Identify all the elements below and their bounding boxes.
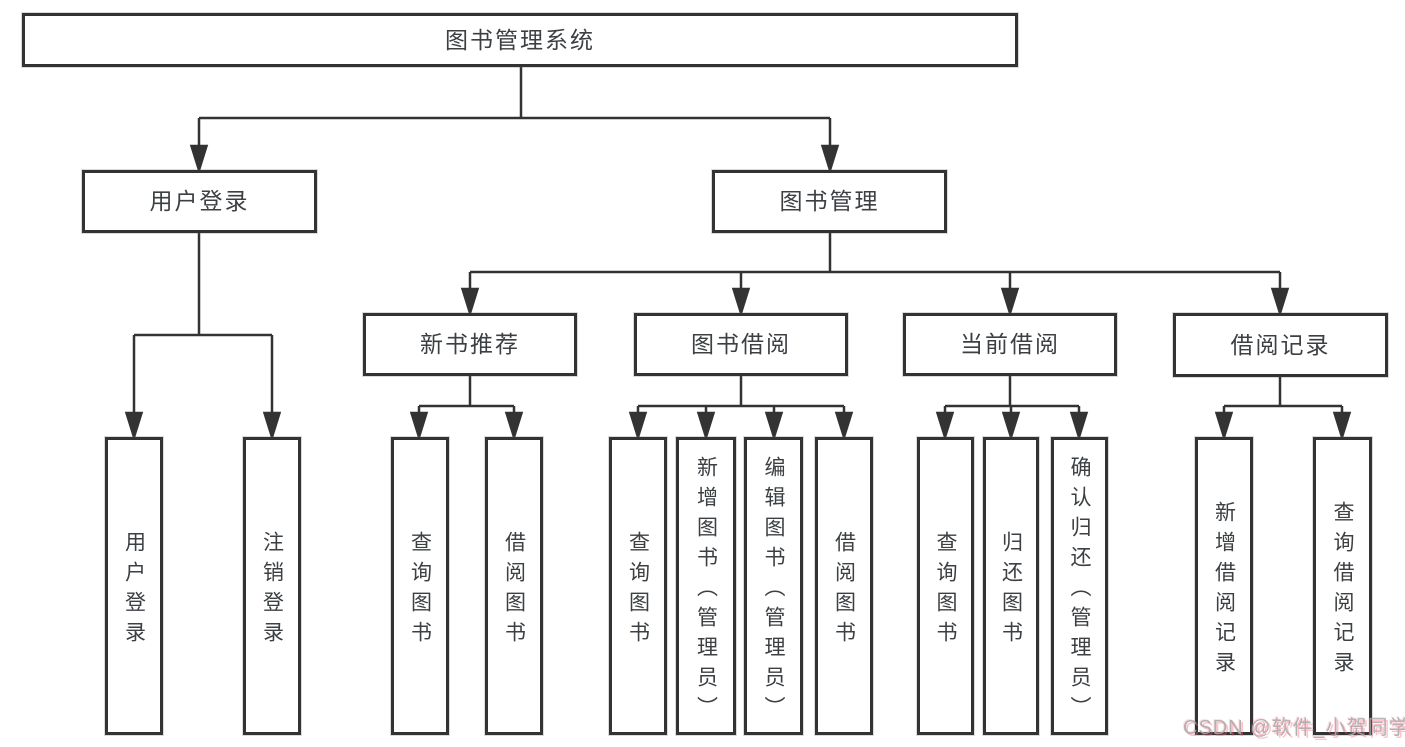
node-new-book-rec-label: 新书推荐: [420, 331, 520, 357]
leaf-query-borrow-record-label: 查询借阅记录: [1331, 500, 1354, 681]
node-book-mgmt-label: 图书管理: [779, 188, 880, 214]
edge-book-mgmt-children: [460, 233, 1290, 318]
leaf-borrow-book: 借阅图书: [815, 437, 873, 735]
leaf-rec-borrow-book: 借阅图书: [485, 437, 543, 735]
node-new-book-rec: 新书推荐: [363, 313, 577, 376]
node-current-borrow: 当前借阅: [903, 313, 1117, 376]
node-current-borrow-label: 当前借阅: [960, 331, 1060, 357]
csdn-watermark: CSDN @软件_小贺同学: [1183, 717, 1405, 739]
leaf-return-book: 归还图书: [983, 437, 1039, 735]
leaf-query-borrow-record: 查询借阅记录: [1313, 437, 1372, 735]
leaf-rec-query-book-label: 查询图书: [408, 530, 432, 651]
leaf-current-query-book-label: 查询图书: [934, 530, 957, 651]
node-book-borrow-label: 图书借阅: [691, 331, 791, 357]
node-borrow-record-label: 借阅记录: [1230, 331, 1331, 358]
edge-root-to-level2: [189, 67, 840, 175]
leaf-add-book-admin: 新增图书（管理员）: [676, 437, 736, 735]
leaf-add-borrow-record: 新增借阅记录: [1195, 437, 1253, 735]
edge-new-book-children: [409, 376, 524, 442]
edge-user-login-children: [124, 233, 282, 442]
node-user-login: 用户登录: [82, 170, 317, 233]
leaf-rec-query-book: 查询图书: [391, 437, 449, 735]
leaf-return-book-label: 归还图书: [999, 530, 1023, 651]
leaf-current-query-book: 查询图书: [917, 437, 974, 735]
edge-book-borrow-children: [628, 376, 854, 442]
leaf-rec-borrow-book-label: 借阅图书: [502, 530, 526, 651]
node-root-system-label: 图书管理系统: [445, 26, 595, 53]
leaf-user-login: 用户登录: [105, 437, 163, 735]
leaf-add-borrow-record-label: 新增借阅记录: [1212, 500, 1236, 681]
edge-current-borrow-children: [935, 376, 1089, 442]
node-root-system: 图书管理系统: [22, 13, 1018, 67]
node-book-borrow: 图书借阅: [634, 313, 848, 376]
leaf-logout: 注销登录: [243, 437, 301, 735]
leaf-user-login-label: 用户登录: [122, 530, 146, 651]
node-user-login-label: 用户登录: [149, 188, 250, 214]
edge-borrow-record-children: [1214, 376, 1352, 442]
node-book-mgmt: 图书管理: [712, 170, 947, 233]
leaf-edit-book-admin-label: 编辑图书（管理员）: [762, 455, 785, 726]
leaf-confirm-return-admin-label: 确认归还（管理员）: [1068, 455, 1091, 726]
leaf-edit-book-admin: 编辑图书（管理员）: [744, 437, 803, 735]
leaf-borrow-query-book-label: 查询图书: [626, 530, 650, 651]
leaf-borrow-book-label: 借阅图书: [832, 530, 856, 651]
leaf-borrow-query-book: 查询图书: [609, 437, 667, 735]
leaf-add-book-admin-label: 新增图书（管理员）: [694, 455, 718, 726]
node-borrow-record: 借阅记录: [1173, 313, 1388, 377]
leaf-confirm-return-admin: 确认归还（管理员）: [1051, 437, 1108, 735]
leaf-logout-label: 注销登录: [260, 530, 284, 651]
